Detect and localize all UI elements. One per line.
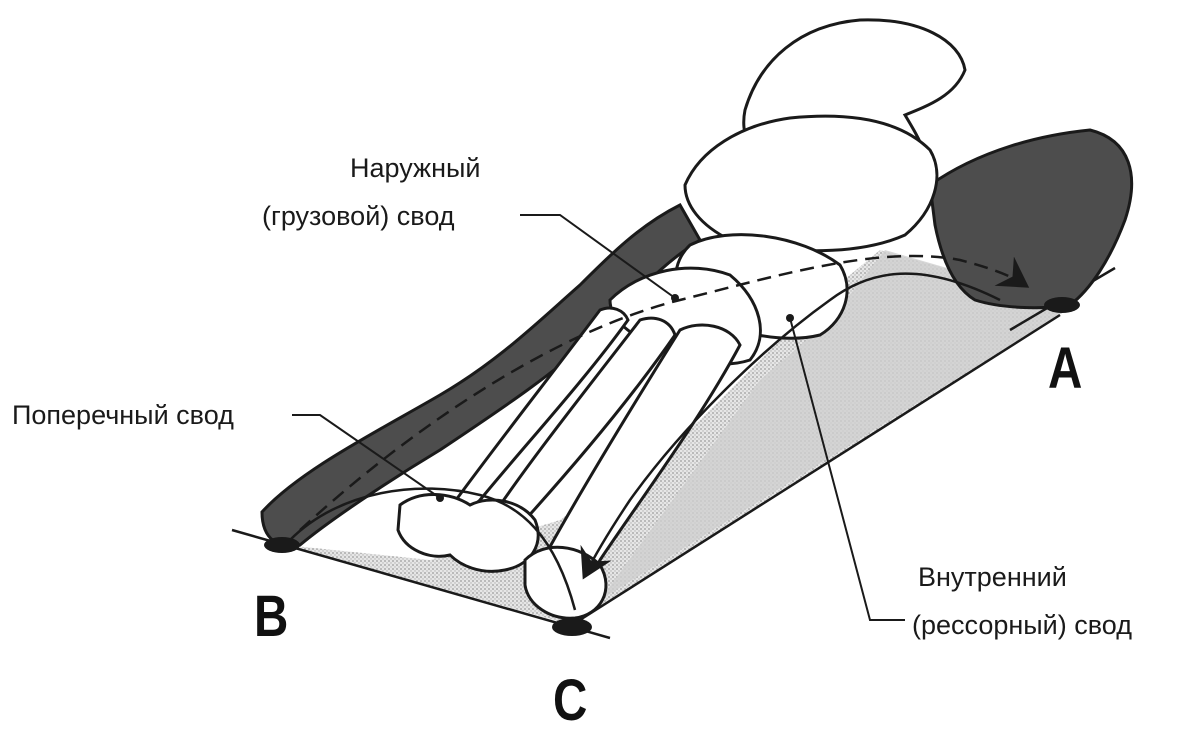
transverse-arch-curve	[289, 487, 577, 611]
outer-arch-curve	[299, 254, 1030, 531]
outer-arch-label-line2: (грузовой) свод	[262, 201, 455, 231]
inner-arch-label-line1: Внутренний	[918, 562, 1067, 592]
leader-dot-transverse	[436, 494, 444, 502]
lateral-metatarsals-dark	[260, 203, 703, 548]
point-label-b: B	[254, 584, 289, 649]
transverse-arch-label: Поперечный свод	[12, 400, 234, 430]
leader-transverse-arch	[292, 414, 441, 499]
support-point-c	[552, 618, 592, 636]
inner-arch-curve	[580, 272, 1001, 580]
inner-arch-label-line2: (рессорный) свод	[912, 610, 1132, 640]
point-label-c: C	[553, 668, 588, 733]
leader-dot-inner	[786, 314, 794, 322]
leader-inner-arch	[789, 317, 905, 621]
support-line-ca	[571, 313, 1061, 627]
support-point-b	[264, 537, 300, 553]
outer-arch-label-line1: Наружный	[350, 153, 481, 183]
talus-neck	[683, 114, 939, 253]
heel-bone-dark	[928, 128, 1133, 310]
support-point-a	[1044, 297, 1080, 313]
point-label-a: A	[1048, 336, 1083, 401]
ground-shadow-outer	[600, 250, 1075, 600]
leader-outer-arch	[520, 214, 676, 299]
leader-dot-outer	[671, 294, 679, 302]
